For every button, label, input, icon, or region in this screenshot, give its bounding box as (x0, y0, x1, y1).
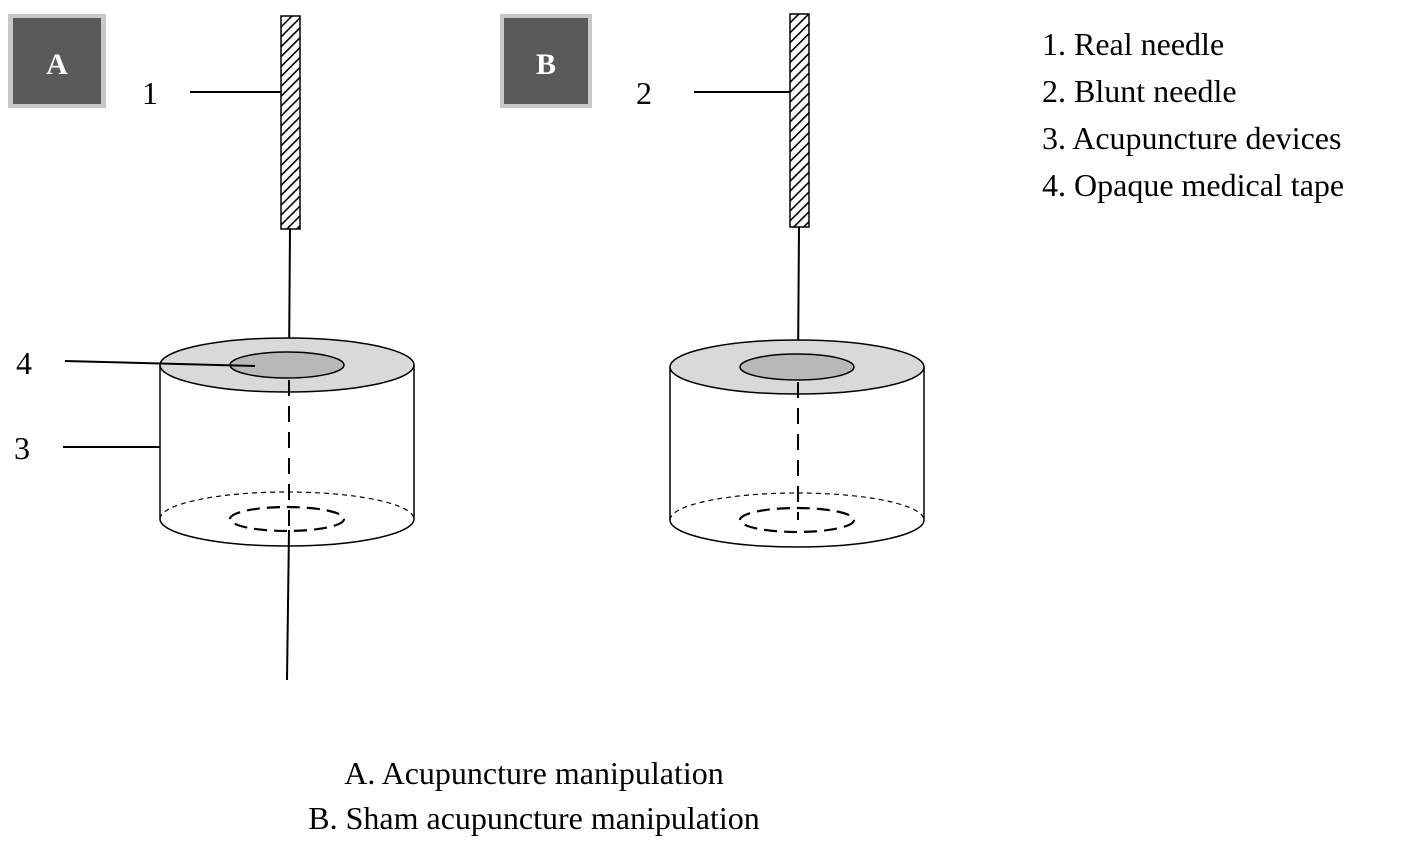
legend-item-blunt-needle: 2. Blunt needle (1042, 73, 1237, 109)
device-a-base-hole (228, 505, 346, 533)
legend-item-acupuncture-devices: 3. Acupuncture devices (1042, 120, 1341, 156)
panel-b-label: B (536, 48, 556, 81)
caption-a: A. Acupuncture manipulation (344, 755, 723, 791)
callout-2: 2 (636, 75, 652, 111)
device-a-bottom-front (159, 518, 415, 547)
blunt-needle (789, 13, 810, 367)
device-b-base-hole (738, 506, 856, 534)
panel-a: A 1 4 3 (8, 14, 415, 681)
acupuncture-device-a (159, 337, 415, 547)
device-b-bottom-back (669, 492, 925, 521)
callout-1: 1 (142, 75, 158, 111)
captions: A. Acupuncture manipulation B. Sham acup… (308, 755, 759, 836)
callout-line-4 (64, 360, 256, 367)
legend: 1. Real needle 2. Blunt needle 3. Acupun… (1042, 26, 1344, 203)
real-needle-handle (280, 15, 301, 230)
callout-3: 3 (14, 430, 30, 466)
legend-item-real-needle: 1. Real needle (1042, 26, 1224, 62)
panel-a-label-bg (13, 18, 101, 104)
panel-a-label: A (46, 48, 68, 81)
device-b-bottom-front (669, 519, 925, 548)
callout-4: 4 (16, 345, 32, 381)
panel-b-label-bg (504, 18, 588, 104)
device-a-bottom-back (159, 491, 415, 520)
caption-b: B. Sham acupuncture manipulation (308, 800, 759, 836)
opaque-tape-b-center (739, 353, 855, 381)
panel-b: B 2 (500, 13, 925, 548)
real-needle-shaft-lower (286, 529, 290, 681)
acupuncture-device-b (669, 339, 925, 548)
legend-item-opaque-medical-tape: 4. Opaque medical tape (1042, 167, 1344, 203)
blunt-needle-handle (789, 13, 810, 228)
